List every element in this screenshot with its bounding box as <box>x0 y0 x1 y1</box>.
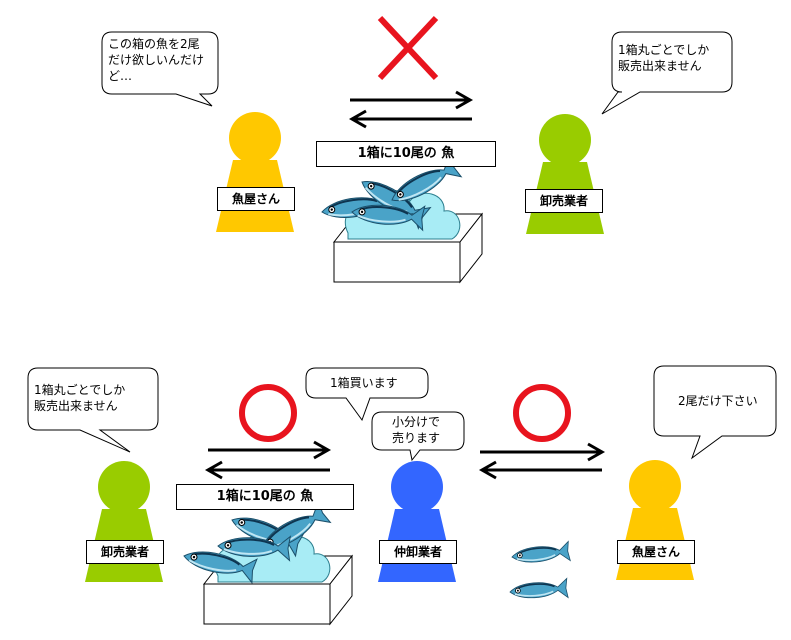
fish-box <box>319 154 484 284</box>
arrow-left-icon <box>478 460 602 480</box>
middleman-split-speech-text: 小分けで 売ります <box>392 415 441 445</box>
arrow-right-icon <box>350 90 474 110</box>
wholesaler-label: 卸売業者 <box>86 540 164 564</box>
ng-cross-icon <box>377 15 439 81</box>
fishmonger-label: 魚屋さん <box>617 540 695 564</box>
fish-icon <box>510 540 572 568</box>
fishmonger-figure <box>216 112 294 232</box>
buyer-speech-bubble <box>653 365 777 460</box>
middleman-split-speech-bubble <box>371 411 465 462</box>
arrow-right-icon <box>480 442 606 462</box>
fish-box <box>180 500 354 626</box>
wholesaler-figure <box>526 114 604 234</box>
arrow-right-icon <box>208 440 332 460</box>
middleman-label: 仲卸業者 <box>379 540 457 564</box>
wholesaler-speech-text: 1箱丸ごとでしか 販売出来ません <box>618 43 710 73</box>
wholesaler-speech-bubble <box>601 31 733 115</box>
buyer-speech-text: 2尾だけ下さい <box>678 394 758 408</box>
ok-circle-icon <box>239 384 297 442</box>
buyer-speech-text: この箱の魚を2尾 だけ欲しいんだけ ど… <box>108 37 205 83</box>
arrow-left-icon <box>204 460 330 480</box>
wholesaler-label: 卸売業者 <box>525 189 603 213</box>
wholesaler-speech-text: 1箱丸ごとでしか 販売出来ません <box>34 383 126 413</box>
arrow-left-icon <box>348 109 472 129</box>
box-banner: 1箱に10尾の 魚 <box>176 484 354 510</box>
fish-icon <box>508 577 569 603</box>
middleman-buy-speech-text: 1箱買います <box>330 376 398 390</box>
ok-circle-icon <box>513 384 571 442</box>
middleman-buy-speech-bubble <box>305 367 429 422</box>
fishmonger-label: 魚屋さん <box>217 187 295 211</box>
wholesaler-speech-bubble <box>27 367 159 453</box>
buyer-speech-bubble <box>101 31 219 107</box>
box-banner: 1箱に10尾の 魚 <box>316 141 496 167</box>
